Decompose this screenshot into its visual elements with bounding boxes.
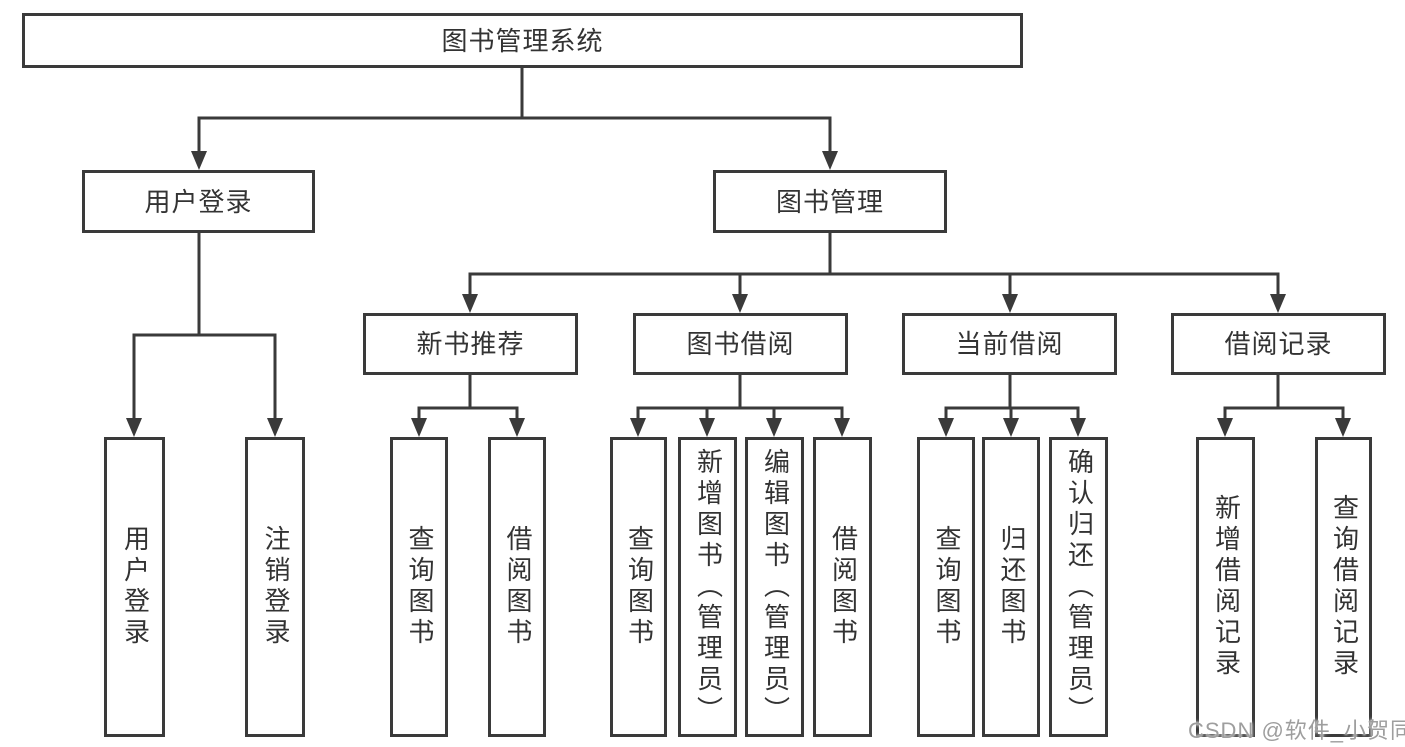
leaf-label: 查询图书 — [404, 525, 435, 649]
node-root-system: 图书管理系统 — [22, 13, 1023, 68]
node-book-management: 图书管理 — [713, 170, 947, 233]
leaf-label: 新增图书（管理员） — [693, 447, 724, 727]
leaf-query-books-recommend: 查询图书 — [390, 437, 448, 737]
arrowheads — [126, 151, 1351, 437]
leaf-edit-book-admin: 编辑图书（管理员） — [745, 437, 804, 737]
leaf-query-borrow-record: 查询借阅记录 — [1315, 437, 1372, 737]
watermark: CSDN @软件_小贺同学 — [1188, 718, 1405, 743]
leaf-label: 新增借阅记录 — [1211, 494, 1242, 680]
leaf-label: 注销登录 — [260, 525, 291, 649]
leaf-label: 借阅图书 — [828, 525, 859, 649]
leaf-logout: 注销登录 — [245, 437, 305, 737]
leaf-add-borrow-record: 新增借阅记录 — [1196, 437, 1255, 737]
leaf-confirm-return-admin: 确认归还（管理员） — [1049, 437, 1108, 737]
node-borrow-records: 借阅记录 — [1171, 313, 1386, 375]
node-new-book-recommend: 新书推荐 — [363, 313, 578, 375]
leaf-return-book: 归还图书 — [982, 437, 1040, 737]
leaf-label: 编辑图书（管理员） — [760, 447, 791, 727]
connector-paths — [132, 66, 1345, 423]
leaf-query-books-current: 查询图书 — [917, 437, 975, 737]
leaf-add-book-admin: 新增图书（管理员） — [678, 437, 737, 737]
leaf-user-login: 用户登录 — [104, 437, 165, 737]
leaf-query-books-borrow: 查询图书 — [610, 437, 667, 737]
node-user-login: 用户登录 — [82, 170, 315, 233]
leaf-label: 用户登录 — [120, 525, 151, 649]
leaf-label: 归还图书 — [996, 525, 1027, 649]
leaf-label: 借阅图书 — [502, 525, 533, 649]
leaf-label: 查询图书 — [931, 525, 962, 649]
node-book-borrow: 图书借阅 — [633, 313, 848, 375]
leaf-label: 查询图书 — [624, 525, 655, 649]
leaf-label: 查询借阅记录 — [1329, 494, 1360, 680]
leaf-borrow-books-borrow: 借阅图书 — [813, 437, 872, 737]
node-current-borrow: 当前借阅 — [902, 313, 1117, 375]
leaf-label: 确认归还（管理员） — [1064, 447, 1095, 727]
leaf-borrow-books-recommend: 借阅图书 — [488, 437, 546, 737]
